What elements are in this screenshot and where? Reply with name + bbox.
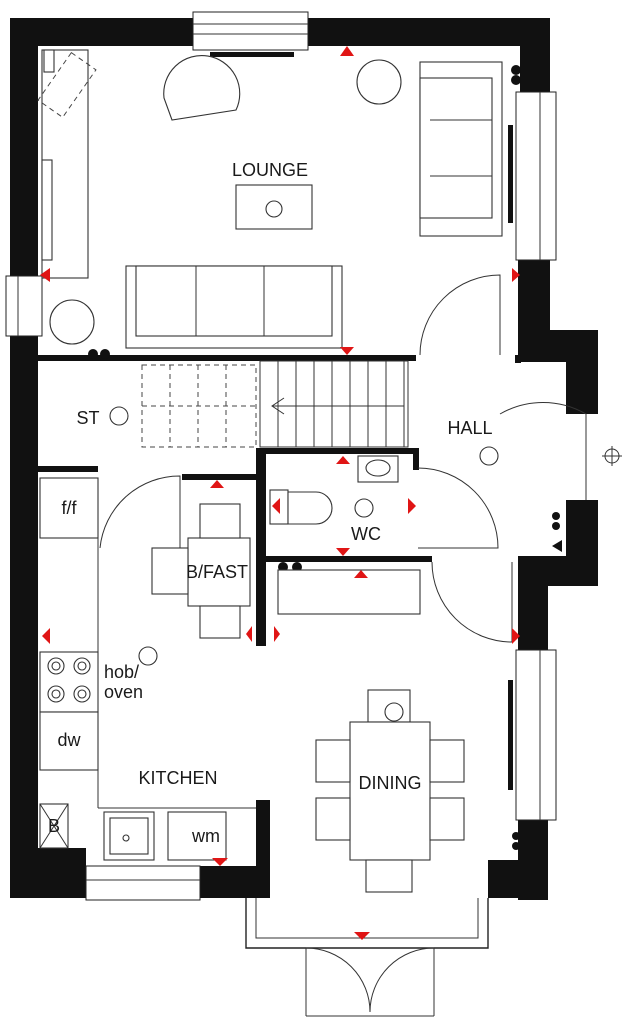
kitchen-fittings bbox=[39, 477, 256, 861]
windows bbox=[5, 11, 557, 901]
appliance-labels: f/f hob/ oven dw B wm bbox=[48, 498, 220, 846]
doors bbox=[99, 274, 622, 643]
room-labels: LOUNGE HALL ST WC B/FAST KITCHEN DINING bbox=[76, 160, 492, 793]
internal-walls bbox=[38, 355, 521, 646]
room-label-dining: DINING bbox=[359, 773, 422, 793]
dining-furniture bbox=[315, 689, 520, 893]
room-label-wc: WC bbox=[351, 524, 381, 544]
bay-window bbox=[245, 898, 489, 1017]
room-label-bfast: B/FAST bbox=[186, 562, 248, 582]
room-label-kitchen: KITCHEN bbox=[138, 768, 217, 788]
room-label-st: ST bbox=[76, 408, 99, 428]
external-walls bbox=[10, 18, 598, 900]
room-label-hall: HALL bbox=[447, 418, 492, 438]
lounge-furniture bbox=[37, 49, 521, 359]
hall-fittings bbox=[109, 406, 562, 615]
appliance-label-boiler: B bbox=[48, 816, 60, 836]
staircase bbox=[141, 360, 409, 448]
appliance-label-dw: dw bbox=[57, 730, 81, 750]
appliance-label-oven: oven bbox=[104, 682, 143, 702]
appliance-label-ff: f/f bbox=[61, 498, 77, 518]
room-label-lounge: LOUNGE bbox=[232, 160, 308, 180]
appliance-label-hob: hob/ bbox=[104, 662, 139, 682]
appliance-label-wm: wm bbox=[191, 826, 220, 846]
socket-markers bbox=[40, 46, 520, 940]
